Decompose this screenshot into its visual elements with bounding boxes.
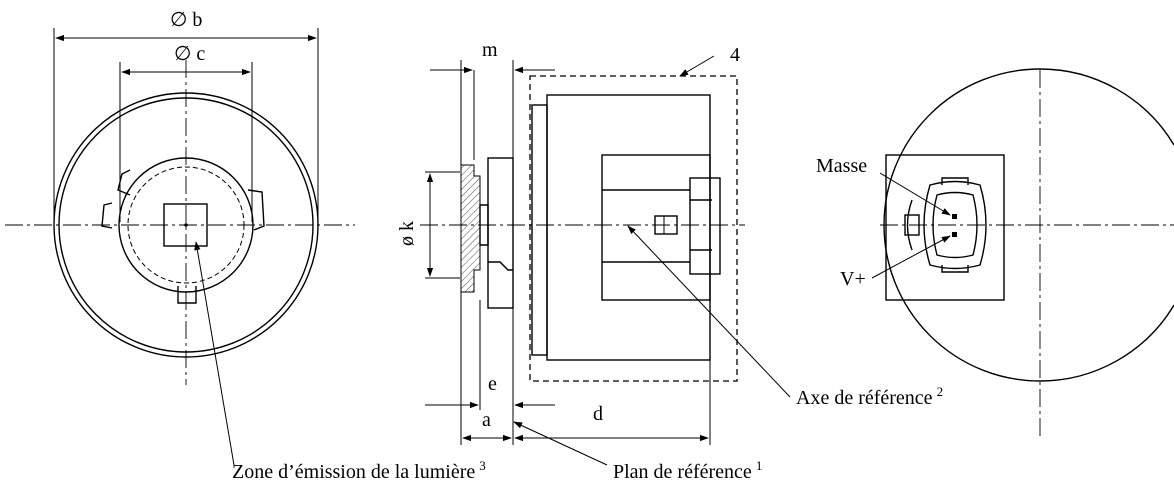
dim-e-label: e [488, 373, 497, 395]
connector-pin [654, 215, 678, 235]
outer-circle-b [53, 92, 319, 358]
rear-circle-top-right-arc [1039, 68, 1174, 146]
pin-vplus [952, 232, 957, 237]
connector-latch [689, 177, 721, 275]
plug-bottom-tab [941, 265, 969, 273]
callout-4-label: 4 [730, 44, 740, 66]
masse-label: Masse [816, 155, 867, 177]
leader-plan-reference [513, 421, 608, 466]
dim-c-label: ∅ c [174, 43, 205, 65]
rear-connector-frame [885, 154, 1005, 301]
axe-reference-text: Axe de référence 2 [796, 384, 943, 409]
zone-emission-text: Zone d’émission de la lumière 3 [232, 458, 486, 483]
flange-step [479, 204, 489, 246]
light-emission-square [163, 203, 208, 247]
front-view: ∅ b ∅ c [5, 9, 355, 466]
rear-circle-bottom-right-arc [1039, 304, 1174, 382]
plug-latch-arc [906, 199, 913, 251]
side-view: m ø k e a d 4 [396, 39, 791, 466]
dim-a-label: a [482, 409, 491, 431]
flange-notch [488, 261, 513, 271]
connector-housing [601, 154, 711, 301]
rear-view: Masse V+ [816, 68, 1174, 440]
plug-inner [932, 191, 978, 259]
pin-masse [952, 214, 957, 219]
hatched-reference-flange [460, 164, 481, 293]
outer-circle-inner [58, 97, 314, 353]
leader-callout-4 [679, 55, 715, 77]
socket-circle-c [118, 157, 254, 293]
dim-m-label: m [482, 39, 498, 61]
main-body [546, 94, 711, 361]
dim-k-label: ø k [396, 221, 418, 246]
dim-b-label: ∅ b [170, 9, 202, 31]
center-point [184, 223, 188, 227]
leader-masse [879, 172, 951, 216]
plug-top-tab [941, 177, 969, 185]
hidden-circle [127, 166, 245, 284]
leader-vplus [871, 235, 951, 279]
vplus-label: V+ [840, 268, 866, 290]
lug-right [247, 189, 265, 231]
lug-bottom [177, 286, 197, 304]
body-ring [531, 104, 548, 356]
leader-zone-emission [194, 241, 235, 466]
rear-circle-left-arc [883, 68, 1041, 382]
envelope-4 [529, 75, 738, 382]
leader-axe-reference [627, 225, 791, 398]
plug-latch [904, 214, 920, 236]
plug-outer [923, 180, 987, 270]
lug-left [101, 202, 113, 229]
plan-reference-text: Plan de référence 1 [613, 458, 762, 483]
flange-plate [487, 157, 514, 309]
dim-d-label: d [593, 403, 603, 425]
